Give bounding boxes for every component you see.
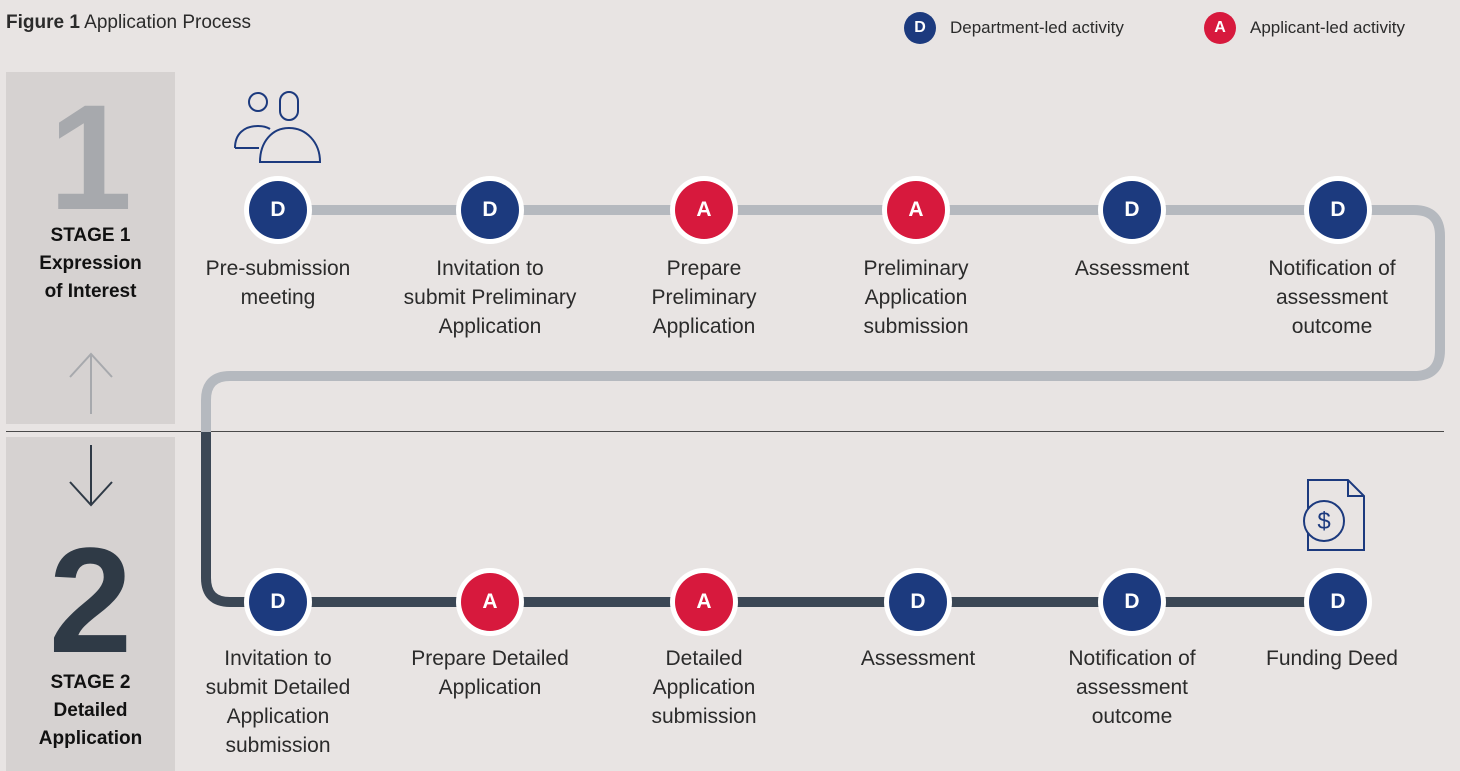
stage-1-label-line1: STAGE 1 xyxy=(50,225,131,246)
figure-title: Figure 1 Application Process xyxy=(6,12,251,34)
stage1-step3-label-line: Prepare xyxy=(666,257,742,280)
stage1-step1-label: Pre-submission meeting xyxy=(178,254,378,312)
stage-2-label: STAGE 2 Detailed Application xyxy=(6,669,175,753)
stage1-step3-label-line: Application xyxy=(652,315,756,338)
stage1-step3-applicant-badge: A xyxy=(675,181,733,239)
stage1-step6-label-line: outcome xyxy=(1291,315,1373,338)
arrow-down-icon xyxy=(69,445,113,507)
stage2-step5-label-line: Notification of xyxy=(1068,647,1196,670)
stage2-step1-label-line: Invitation to xyxy=(224,647,332,670)
stage-2-label-line2: Detailed xyxy=(53,700,128,721)
stage1-step4-label-line: Application xyxy=(864,286,968,309)
stage1-step4-applicant-badge: A xyxy=(887,181,945,239)
stage1-step5-label-line: Assessment xyxy=(1074,257,1190,280)
stage-2-connector-line xyxy=(201,432,1338,607)
legend-department-text: Department-led activity xyxy=(950,18,1124,37)
stage1-step4-label-line: Preliminary xyxy=(863,257,969,280)
stage1-step3-label-line: Preliminary xyxy=(651,286,757,309)
stage2-step3-label-line: Detailed xyxy=(665,647,743,670)
stage1-step4-label-line: submission xyxy=(863,315,969,338)
funding-document-dollar-icon: $ xyxy=(1303,479,1365,551)
stage2-step1-label-line: submission xyxy=(225,734,331,757)
stage-divider xyxy=(6,431,1444,432)
stage2-step3-applicant-badge: A xyxy=(675,573,733,631)
stage1-step1-department-badge: D xyxy=(249,181,307,239)
stage1-step2-label: Invitation to submit Preliminary Applica… xyxy=(390,254,590,341)
arrow-up-icon xyxy=(69,352,113,414)
stage-1-label-line3: of Interest xyxy=(44,281,137,302)
stage2-step2-label: Prepare Detailed Application xyxy=(390,644,590,702)
stage-2-label-line3: Application xyxy=(38,728,143,749)
stage-1-number: 1 xyxy=(48,73,133,241)
stage1-step2-label-line: submit Preliminary xyxy=(403,286,577,309)
legend-applicant: A Applicant-led activity xyxy=(1204,10,1405,46)
stage2-step6-department-badge: D xyxy=(1309,573,1367,631)
stage1-step3-label: Prepare Preliminary Application xyxy=(604,254,804,341)
stage1-step6-label-line: assessment xyxy=(1275,286,1389,309)
stage2-step5-label-line: assessment xyxy=(1075,676,1189,699)
legend-department: D Department-led activity xyxy=(904,10,1124,46)
figure-label: Figure 1 xyxy=(6,12,80,33)
svg-text:$: $ xyxy=(1317,508,1330,535)
stage2-step3-label-line: submission xyxy=(651,705,757,728)
stage2-step2-applicant-badge: A xyxy=(461,573,519,631)
stage1-step6-label-line: Notification of xyxy=(1268,257,1396,280)
stage1-step2-label-line: Application xyxy=(438,315,542,338)
stage2-step1-label-line: submit Detailed xyxy=(205,676,351,699)
stage2-step3-label: Detailed Application submission xyxy=(604,644,804,731)
people-icon xyxy=(234,91,322,163)
stage1-step1-label-line: meeting xyxy=(240,286,316,309)
stage-2-panel: 2 STAGE 2 Detailed Application xyxy=(6,437,175,771)
stage2-step5-department-badge: D xyxy=(1103,573,1161,631)
stage1-step5-department-badge: D xyxy=(1103,181,1161,239)
stage1-step6-label: Notification of assessment outcome xyxy=(1232,254,1432,341)
stage2-step1-label-line: Application xyxy=(226,705,330,728)
stage2-step5-label-line: outcome xyxy=(1091,705,1173,728)
legend-applicant-badge: A xyxy=(1204,12,1236,44)
stage1-step6-department-badge: D xyxy=(1309,181,1367,239)
stage2-step1-label: Invitation to submit Detailed Applicatio… xyxy=(178,644,378,760)
stage1-step5-label: Assessment xyxy=(1032,254,1232,283)
stage1-step2-department-badge: D xyxy=(461,181,519,239)
legend-applicant-text: Applicant-led activity xyxy=(1250,18,1405,37)
stage2-step4-label: Assessment xyxy=(818,644,1018,673)
stage-1-panel: 1 STAGE 1 Expression of Interest xyxy=(6,72,175,424)
stage2-step3-label-line: Application xyxy=(652,676,756,699)
stage-1-label: STAGE 1 Expression of Interest xyxy=(6,222,175,306)
stage2-step2-label-line: Prepare Detailed xyxy=(411,647,569,670)
stage2-step6-label: Funding Deed xyxy=(1232,644,1432,673)
stage2-step1-department-badge: D xyxy=(249,573,307,631)
figure-title-text: Application Process xyxy=(84,12,252,33)
stage-1-connector-line xyxy=(201,205,1445,432)
stage2-step2-label-line: Application xyxy=(438,676,542,699)
stage1-step4-label: Preliminary Application submission xyxy=(816,254,1016,341)
legend-department-badge: D xyxy=(904,12,936,44)
stage2-step4-label-line: Assessment xyxy=(860,647,976,670)
stage2-step6-label-line: Funding Deed xyxy=(1266,647,1398,670)
stage-2-number: 2 xyxy=(48,516,133,684)
stage2-step5-label: Notification of assessment outcome xyxy=(1032,644,1232,731)
stage-1-label-line2: Expression xyxy=(39,253,142,274)
stage1-step2-label-line: Invitation to xyxy=(436,257,544,280)
stage-2-label-line1: STAGE 2 xyxy=(50,672,131,693)
stage2-step4-department-badge: D xyxy=(889,573,947,631)
stage1-step1-label-line: Pre-submission xyxy=(205,257,351,280)
